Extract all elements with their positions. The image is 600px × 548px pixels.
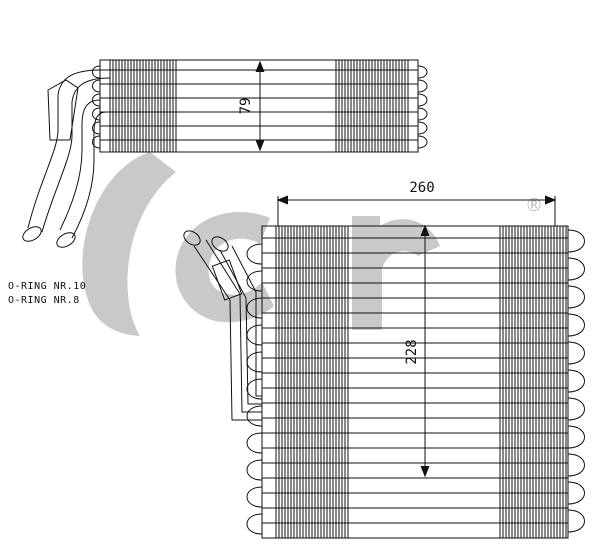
top-pipe-2 [59,99,107,239]
main-bend [567,509,585,533]
dim-79-label: 79 [238,98,254,115]
main-pipe-end-1 [183,230,201,246]
top-bend [92,121,101,135]
main-core-outline [261,225,569,539]
main-tube-lines [262,237,568,524]
dim-79-arrow-top [255,60,265,73]
top-tube-lines [100,69,418,141]
main-bend [567,369,585,393]
main-bend [246,459,263,481]
top-pipe-flare [47,79,79,141]
top-pipe-end-2 [56,232,76,248]
main-bend [567,453,585,477]
main-bend [567,313,585,337]
main-bend [567,285,585,309]
top-bend [92,107,101,121]
main-bend [567,341,585,365]
main-pipe-1 [193,239,262,421]
main-fins-right [499,226,567,538]
main-bend [246,270,263,292]
top-bend [417,135,428,149]
top-bend [417,93,428,107]
main-bend [246,432,263,454]
top-pipe-end-1 [22,226,42,242]
main-view [183,195,585,539]
top-bend [417,107,428,121]
oring-note-1: O-RING NR.10 [8,281,87,292]
dim-79-arrow-bottom [255,139,265,152]
main-bend [567,257,585,281]
main-bend [246,351,263,373]
dim-260-label: 260 [409,180,434,196]
main-bend [567,229,585,253]
main-pipe-end-2 [211,236,229,252]
logo-left-swoosh [82,152,176,336]
main-bend [246,513,263,535]
top-core-outline [99,59,419,153]
top-bends-right [417,65,428,149]
main-bends-right [567,229,585,533]
main-bend [246,297,263,319]
main-bend [246,243,263,265]
dim-260-arrow-left [276,195,289,205]
main-bend [246,486,263,508]
main-bend [567,425,585,449]
main-bend [246,324,263,346]
dim-228-arrow-bottom [420,465,430,478]
dim-228-arrow-top [420,224,430,237]
top-bend [92,65,101,79]
top-bends-left [92,65,101,149]
dim-260-arrow-right [544,195,557,205]
main-bend [567,481,585,505]
top-bend [92,79,101,93]
dim-228-label: 228 [404,339,420,364]
top-view [22,59,428,248]
top-fins-right [335,60,409,152]
main-pipe-fitting [211,259,243,301]
main-pipe-2 [219,245,262,405]
main-bend [567,397,585,421]
logo-c-shape [175,211,274,323]
top-bend [92,135,101,149]
top-bend [417,79,428,93]
main-fins-left [275,226,349,538]
main-bend [246,405,263,427]
top-pipe-1 [27,69,111,233]
logo-registered-mark: ® [525,195,543,216]
main-bend [246,378,263,400]
top-fins-left [109,60,177,152]
logo-r-shape [352,216,440,330]
top-bend [417,65,428,79]
top-bend [92,93,101,107]
top-bend [417,121,428,135]
oring-note-2: O-RING NR.8 [8,295,80,306]
